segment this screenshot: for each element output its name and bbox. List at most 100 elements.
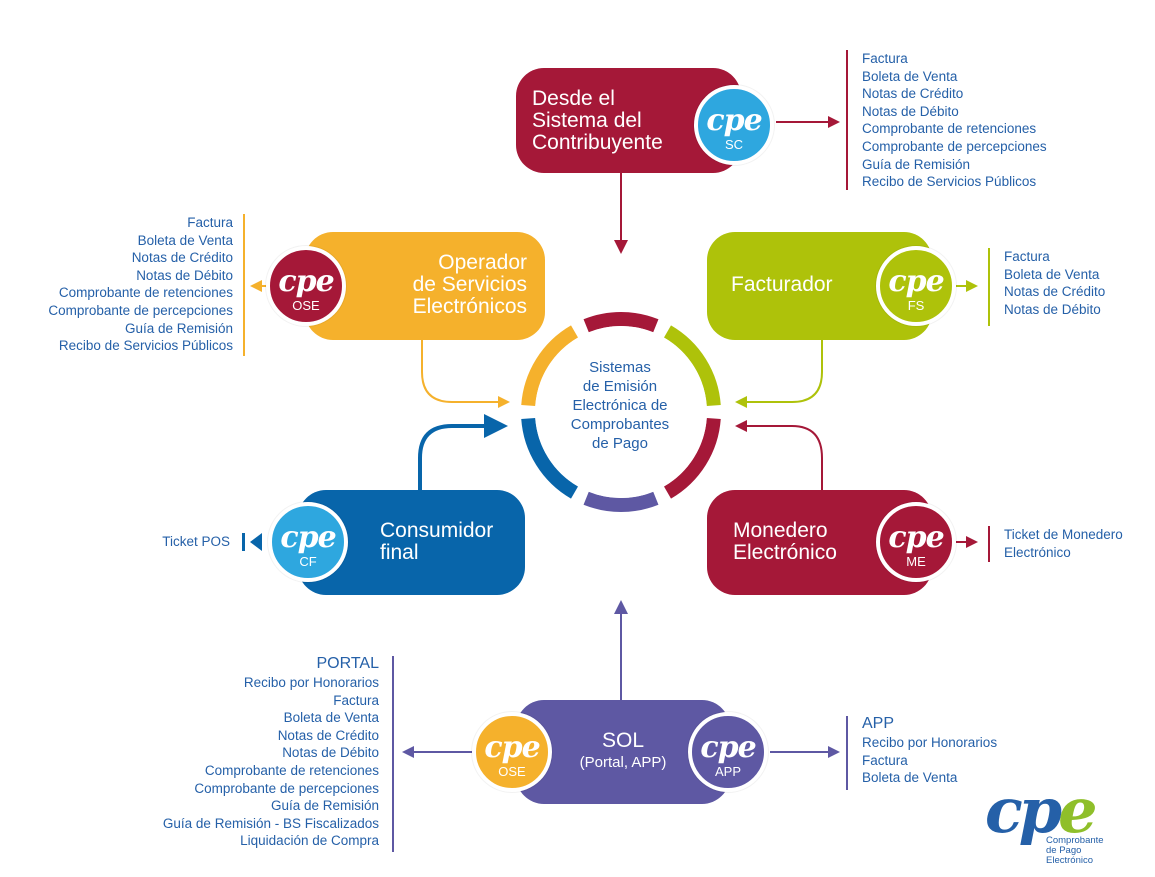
connector-fs (745, 340, 823, 403)
arrow-sc-docs (828, 116, 840, 128)
docs-divider (846, 716, 848, 790)
doc-item: Electrónico (1004, 544, 1071, 560)
cpe-logo-icon: cpe (484, 730, 540, 765)
docs-divider (242, 533, 245, 551)
node-ose-label: Operador de Servicios Electrónicos (413, 252, 527, 318)
brand-logo-cp: cp (985, 774, 1062, 847)
arrow-fs-docs (966, 280, 978, 292)
badge-me: cpe ME (876, 502, 956, 582)
badge-code: FS (907, 298, 925, 313)
doc-item: Notas de Débito (136, 267, 233, 283)
ring-segment-lower-left (521, 417, 579, 499)
docs-divider (243, 214, 245, 356)
docs-divider (988, 248, 990, 326)
doc-item: Boleta de Venta (283, 710, 379, 726)
node-label-line: Operador (438, 251, 527, 274)
badge-sol-app: cpe APP (688, 712, 768, 792)
doc-item: Boleta de Venta (137, 232, 233, 248)
arrow-sol (614, 600, 628, 614)
doc-item: Guía de Remisión - BS Fiscalizados (162, 815, 379, 831)
center-title-line: Sistemas (589, 359, 651, 376)
center-title-line: de Pago (592, 435, 648, 452)
doc-item: Recibo por Honorarios (862, 735, 998, 750)
node-label-line: Desde el (532, 87, 615, 110)
doc-item: Factura (333, 692, 379, 708)
doc-item: Recibo de Servicios Públicos (58, 338, 233, 354)
arrow-cf (484, 414, 508, 438)
node-fs-label: Facturador (731, 274, 833, 296)
doc-item: Comprobante de percepciones (194, 780, 379, 796)
portal-title: PORTAL (316, 655, 379, 672)
doc-item: Recibo de Servicios Públicos (862, 174, 1037, 190)
doc-item: Notas de Crédito (131, 250, 233, 266)
node-label-line: de Servicios (412, 273, 527, 296)
node-label-line: final (380, 541, 419, 564)
doc-item: Boleta de Venta (862, 68, 958, 84)
node-label-line: SOL (601, 729, 645, 752)
doc-item: Boleta de Venta (862, 770, 958, 786)
arrow-ose (498, 396, 510, 408)
arrow-sc (614, 240, 628, 254)
doc-item: Guía de Remisión (124, 320, 233, 336)
doc-item: Factura (862, 752, 908, 768)
center-title-line: de Emisión (582, 378, 658, 395)
docs-divider (846, 50, 848, 190)
arrow-me-docs (966, 536, 978, 548)
ring-segment-top (583, 312, 659, 333)
doc-item: Ticket POS (162, 534, 230, 549)
cpe-logo-icon: cpe (888, 264, 944, 299)
doc-item: Comprobante de retenciones (204, 762, 379, 778)
doc-item: Comprobante de percepciones (862, 138, 1047, 154)
badge-sol-ose: cpe OSE (472, 712, 552, 792)
center-circle (535, 326, 707, 498)
docs-divider (988, 526, 990, 562)
badge-code: OSE (292, 298, 320, 313)
doc-item: Boleta de Venta (1004, 266, 1100, 282)
ring-segment-upper-right (663, 325, 721, 407)
node-label-line: Sistema del (532, 109, 642, 132)
arrow-cf-docs (250, 533, 262, 551)
doc-item: Ticket de Monedero (1004, 527, 1123, 542)
doc-item: Recibo por Honorarios (243, 675, 379, 690)
badge-code: APP (714, 764, 741, 779)
cpe-logo-icon: cpe (278, 264, 334, 299)
cpe-logo-icon: cpe (280, 520, 336, 555)
badge-code: ME (906, 554, 926, 569)
doc-item: Comprobante de percepciones (48, 302, 233, 318)
cpe-logo-icon: cpe (888, 520, 944, 555)
doc-item: Notas de Crédito (1004, 284, 1106, 300)
docs-list-cf: Ticket POS (162, 533, 230, 551)
node-cf-label: Consumidor final (380, 520, 493, 564)
brand-caption-line: de Pago (1046, 845, 1082, 856)
doc-item: Liquidación de Compra (240, 833, 379, 849)
connector-ose (421, 340, 500, 403)
node-me-label: Monedero Electrónico (733, 520, 837, 564)
node-label-line: Electrónico (733, 541, 837, 564)
node-label-line: Consumidor (380, 519, 494, 542)
node-label-line: (Portal, APP) (579, 754, 667, 771)
center-ring (521, 312, 721, 512)
doc-item: Notas de Débito (282, 745, 379, 761)
arrow-fs (735, 396, 747, 408)
badge-ose: cpe OSE (266, 246, 346, 326)
doc-item: Factura (862, 51, 908, 66)
doc-item: Guía de Remisión (270, 798, 379, 814)
brand-caption-line: Comprobante (1046, 835, 1104, 846)
node-label-line: Electrónicos (412, 295, 527, 318)
center-title-line: Comprobantes (570, 416, 670, 433)
cpe-brand-logo: cpe (985, 780, 1098, 842)
connector-cf (418, 424, 486, 490)
arrow-sol-portal (402, 746, 414, 758)
doc-item: Notas de Crédito (277, 727, 379, 743)
node-sol-label: SOL (Portal, APP) (516, 730, 730, 774)
doc-item: Factura (187, 215, 233, 230)
cpe-logo-icon: cpe (706, 103, 762, 138)
badge-code: SC (724, 137, 744, 152)
node-sc: Desde el Sistema del Contribuyente (516, 68, 741, 173)
